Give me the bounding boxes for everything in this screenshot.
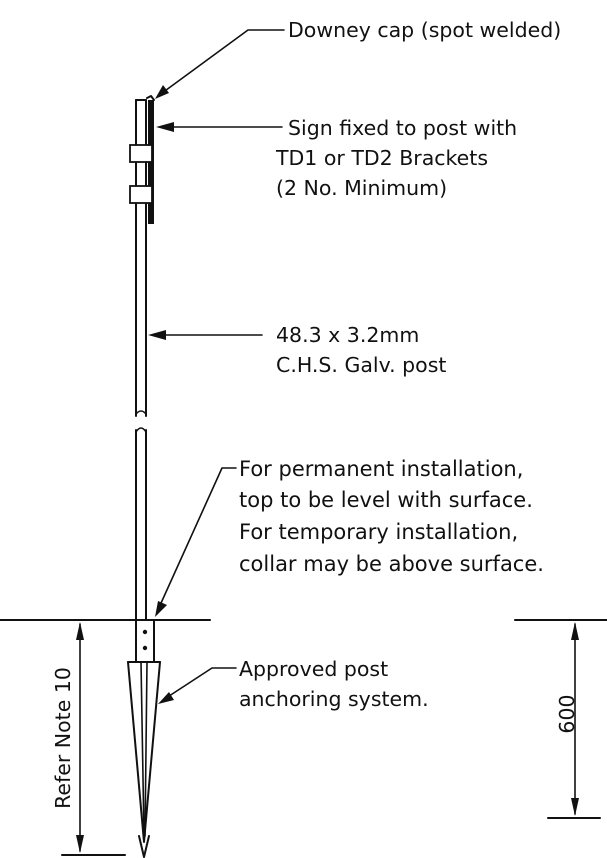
dimension-left bbox=[76, 622, 84, 853]
dimension-left-arrow-top bbox=[76, 622, 84, 640]
downey-cap bbox=[146, 95, 155, 101]
post-upper-break bbox=[135, 410, 147, 415]
refer-note-label: Refer Note 10 bbox=[51, 667, 75, 809]
label-permanent-line-3: For temporary installation, bbox=[239, 520, 518, 544]
leader-permanent-line bbox=[156, 467, 237, 613]
label-post-line-1: 48.3 x 3.2mm bbox=[276, 323, 419, 347]
label-sign-line-1: Sign fixed to post with bbox=[288, 116, 517, 140]
depth-label: 600 bbox=[555, 694, 579, 733]
bracket-upper bbox=[129, 144, 153, 163]
post-lower-break bbox=[135, 427, 147, 433]
collar bbox=[135, 619, 155, 663]
dimension-right bbox=[571, 622, 579, 816]
bracket-lower bbox=[129, 185, 153, 204]
leader-cap-line bbox=[157, 29, 285, 97]
leader-sign bbox=[156, 122, 283, 132]
dimension-right-arrow-bottom bbox=[571, 798, 579, 816]
label-anchor-line-2: anchoring system. bbox=[239, 687, 429, 711]
label-permanent-line-1: For permanent installation, bbox=[239, 457, 523, 481]
leader-anchor bbox=[158, 667, 237, 704]
dimension-left-arrow-bottom bbox=[76, 835, 84, 853]
leader-anchor-line bbox=[162, 667, 237, 701]
anchor-spike bbox=[127, 661, 161, 858]
spike-center-right bbox=[144, 661, 148, 837]
label-anchor-line-1: Approved post bbox=[239, 657, 388, 681]
label-post-line-2: C.H.S. Galv. post bbox=[276, 353, 446, 377]
leader-permanent bbox=[155, 467, 237, 617]
dimension-right-arrow-top bbox=[571, 622, 579, 640]
label-sign-line-2: TD1 or TD2 Brackets bbox=[275, 146, 488, 170]
spike-outline bbox=[127, 661, 161, 843]
leader-post bbox=[148, 330, 263, 340]
collar-bolt-upper bbox=[142, 629, 148, 635]
spike-tip bbox=[138, 835, 150, 858]
leader-sign-arrow bbox=[156, 122, 174, 132]
post-lower bbox=[135, 427, 147, 621]
leader-cap bbox=[155, 29, 285, 99]
leader-permanent-arrow bbox=[155, 601, 167, 617]
label-downey-cap: Downey cap (spot welded) bbox=[288, 18, 561, 42]
collar-bolt-lower bbox=[142, 645, 148, 651]
leader-post-arrow bbox=[148, 330, 166, 340]
label-permanent-line-4: collar may be above surface. bbox=[239, 552, 544, 576]
leader-cap-arrow bbox=[155, 85, 169, 99]
leader-anchor-arrow bbox=[158, 692, 174, 704]
spike-center-left bbox=[140, 661, 145, 837]
label-permanent-line-2: top to be level with surface. bbox=[239, 488, 533, 512]
label-sign-line-3: (2 No. Minimum) bbox=[276, 176, 447, 200]
